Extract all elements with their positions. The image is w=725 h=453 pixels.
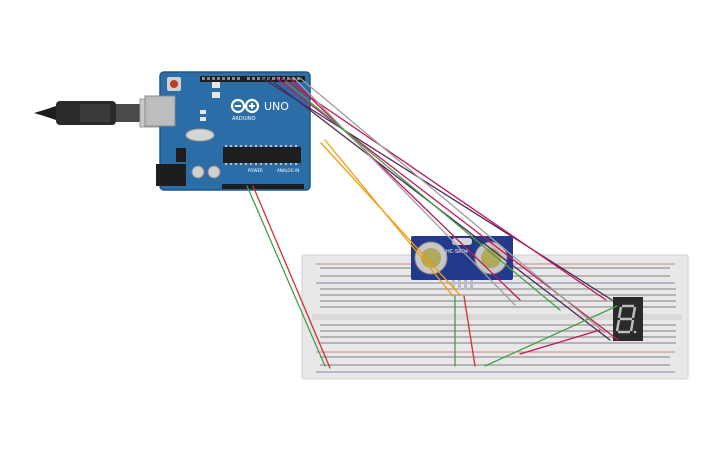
power-header bbox=[222, 184, 304, 189]
sensor-label: HC-SR04 bbox=[446, 249, 468, 255]
wire-seg-dp[interactable] bbox=[285, 81, 561, 311]
display-digit: 8 bbox=[0, 0, 1, 1]
wire-seg-f[interactable] bbox=[293, 77, 516, 306]
seven-segment-display[interactable]: 8 bbox=[0, 0, 643, 341]
wire-sensor-vcc[interactable] bbox=[463, 295, 476, 367]
wire-seg-d[interactable] bbox=[281, 77, 607, 301]
crystal bbox=[185, 128, 215, 142]
brand-label: ARDUINO bbox=[232, 116, 256, 122]
wire-5v[interactable] bbox=[252, 185, 331, 369]
breadboard[interactable] bbox=[301, 254, 689, 380]
power-label: POWER bbox=[248, 168, 263, 173]
wire-seg-a[interactable] bbox=[261, 77, 613, 301]
wires[interactable] bbox=[246, 77, 619, 369]
arduino-board[interactable]: UNO ARDUINO POWER ANALOG IN bbox=[144, 71, 311, 191]
model-label: UNO bbox=[264, 100, 289, 113]
wire-echo[interactable] bbox=[320, 142, 461, 296]
analog-label: ANALOG IN bbox=[277, 168, 299, 173]
usb-port bbox=[144, 95, 176, 127]
wire-seg-g[interactable] bbox=[299, 77, 606, 334]
dc-jack bbox=[156, 164, 186, 186]
arduino-logo-icon bbox=[230, 98, 260, 114]
atmega-chip bbox=[223, 147, 301, 163]
wire-seg-e[interactable] bbox=[289, 77, 521, 301]
wire-display-gnd[interactable] bbox=[484, 305, 618, 367]
wire-display-common[interactable] bbox=[519, 329, 601, 355]
wire-gnd[interactable] bbox=[246, 185, 326, 367]
